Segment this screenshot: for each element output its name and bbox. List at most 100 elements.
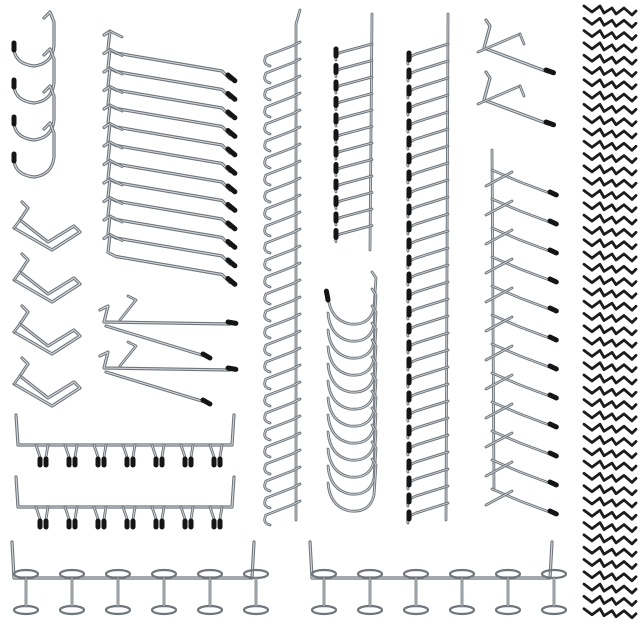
v-shape-hooks-group: [12, 200, 82, 408]
lock-clip: [582, 238, 638, 251]
tipped-straight-hook: [406, 76, 450, 100]
lock-clip: [582, 127, 638, 140]
lock-clip: [582, 558, 638, 570]
straight-hook: [263, 278, 302, 306]
tipped-straight-hook: [406, 263, 450, 287]
tipped-straight-hook: [406, 433, 450, 457]
long-single-hooks-group: [102, 29, 238, 287]
tipped-straight-hook: [406, 195, 450, 219]
tipped-hook: [333, 207, 374, 227]
tipped-straight-hook: [406, 59, 450, 83]
multi-prong-bar: [14, 413, 236, 468]
tipped-straight-hook: [406, 110, 450, 134]
peg-lock-clips-group: [582, 4, 638, 620]
tipped-straight-hook: [406, 127, 450, 151]
lock-clip: [582, 385, 638, 398]
straight-hook: [263, 244, 302, 272]
tipped-hook: [333, 224, 374, 243]
tipped-straight-hook: [406, 246, 450, 270]
tipped-hook: [333, 158, 374, 177]
lock-clip: [582, 41, 638, 54]
double-arm-hooks-group: [476, 18, 557, 128]
double-prong-hooks-group: [98, 294, 239, 407]
tipped-straight-hook: [406, 467, 450, 491]
straight-hook: [263, 108, 302, 136]
straight-hook: [263, 210, 302, 238]
straight-hook: [263, 312, 302, 340]
straight-hook: [263, 482, 302, 510]
tipped-straight-hook: [406, 161, 450, 185]
straight-hook: [263, 397, 302, 425]
lock-clip: [582, 312, 638, 324]
multi-prong-bar: [14, 475, 236, 530]
tipped-hook: [333, 75, 374, 95]
double-arm-hook: [484, 197, 559, 227]
tipped-straight-hook: [406, 314, 450, 338]
lock-clip: [582, 435, 638, 447]
lock-clip: [582, 508, 638, 521]
straight-hook: [263, 159, 302, 187]
double-arm-hook: [484, 342, 559, 372]
curved-hook: [326, 457, 378, 513]
straight-hook: [263, 499, 302, 527]
ring-holder-bar: [308, 540, 568, 616]
curved-hook: [326, 440, 378, 496]
double-arm-hook: [484, 458, 559, 488]
straight-hook: [263, 295, 302, 323]
curved-hook: [326, 304, 378, 360]
lock-clip: [582, 262, 638, 275]
lock-clip: [582, 336, 638, 349]
curved-j-hooks-group: [323, 270, 378, 513]
tipped-straight-hook: [406, 42, 450, 66]
straight-hook: [263, 346, 302, 374]
lock-clip: [582, 607, 638, 620]
lock-clip: [582, 90, 638, 103]
v-hook: [12, 200, 82, 252]
lock-clip: [582, 398, 638, 410]
double-prong-hook: [98, 340, 239, 407]
curved-hook: [326, 389, 378, 445]
tipped-straight-hook: [406, 144, 450, 168]
lock-clip: [582, 189, 638, 201]
lock-clip: [582, 484, 638, 497]
straight-hook: [263, 176, 302, 204]
straight-hook: [263, 414, 302, 442]
tipped-straight-hook: [406, 416, 450, 440]
tipped-straight-hook: [406, 484, 450, 508]
curved-hook: [326, 423, 378, 479]
double-prong-hook: [98, 294, 239, 361]
lock-clip: [582, 78, 638, 91]
double-arm-hook: [484, 284, 559, 314]
straight-hook: [263, 363, 302, 391]
tipped-hook: [333, 141, 374, 161]
tipped-straight-hook: [406, 399, 450, 423]
tipped-hook: [333, 59, 374, 78]
straight-hooks-column-a-group: [263, 8, 302, 527]
lock-clip: [582, 226, 638, 238]
lock-clip: [582, 324, 638, 337]
v-hook: [12, 252, 82, 304]
tipped-hook: [333, 92, 374, 111]
j-hook: [11, 121, 56, 179]
straight-hook: [263, 227, 302, 255]
lock-clip: [582, 115, 638, 128]
lock-clip: [582, 373, 638, 386]
lock-clip: [582, 349, 638, 361]
lock-clip: [582, 53, 638, 66]
double-arm-hook: [484, 371, 559, 401]
ring-holder-bar: [10, 540, 270, 616]
multi-prong-bars-group: [14, 413, 236, 530]
tipped-straight-hook: [406, 212, 450, 236]
small-j-hooks-group: [11, 10, 56, 179]
straight-hook: [263, 74, 302, 102]
tipped-straight-hook: [406, 280, 450, 304]
straight-hook: [263, 40, 302, 68]
curved-hook: [326, 355, 378, 411]
v-hook: [12, 304, 82, 356]
lock-clip: [582, 496, 638, 509]
straight-hook: [263, 329, 302, 357]
double-arm-hooks-column-group: [484, 148, 559, 517]
straight-hook: [263, 448, 302, 476]
